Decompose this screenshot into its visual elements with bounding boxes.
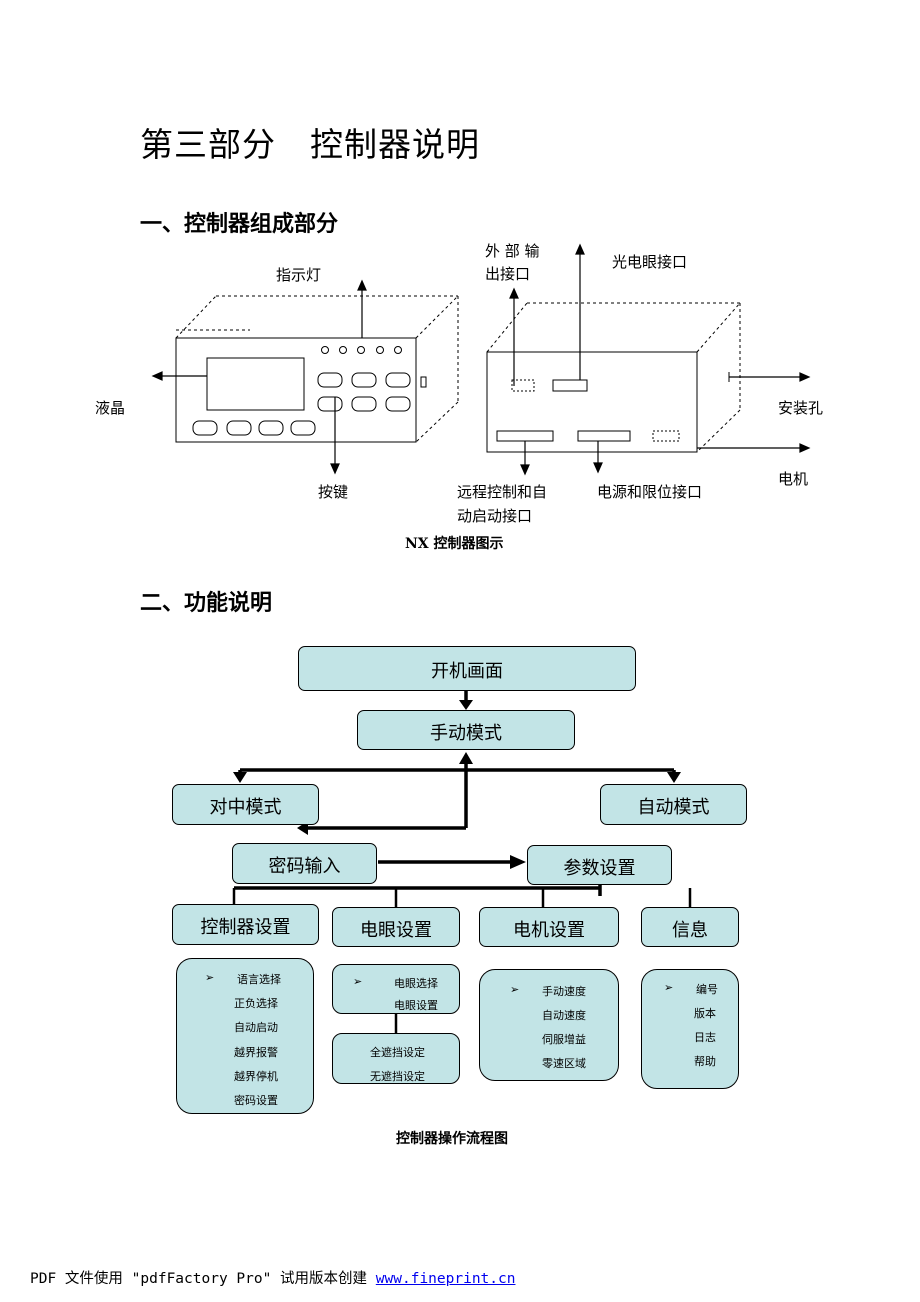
pdf-footer: PDF 文件使用 "pdfFactory Pro" 试用版本创建 www.fin… [30, 1267, 515, 1288]
menu-item: 自动启动 [234, 1021, 278, 1034]
label-ext-output-2: 出接口 [485, 265, 531, 283]
footer-link[interactable]: www.fineprint.cn [375, 1271, 516, 1287]
figure-caption-flowchart: 控制器操作流程图 [396, 1131, 508, 1147]
label-lcd: 液晶 [95, 399, 126, 417]
menu-item: 越界停机 [234, 1070, 278, 1083]
menu-item: 密码设置 [234, 1094, 278, 1107]
label-power-limit: 电源和限位接口 [597, 483, 703, 501]
menu-item: 自动速度 [542, 1009, 586, 1022]
flow-info: 信息 [641, 907, 739, 947]
menu-item: 编号 [696, 983, 718, 996]
label-indicator: 指示灯 [276, 266, 322, 284]
section-heading-functions: 二、功能说明 [140, 591, 273, 616]
figure-caption-controller: NX 控制器图示 [405, 536, 504, 552]
label-mount-hole: 安装孔 [778, 399, 824, 417]
flow-auto-mode: 自动模式 [600, 784, 747, 825]
section-heading-components: 一、控制器组成部分 [140, 212, 339, 237]
label-remote-1: 远程控制和自 [457, 483, 548, 501]
menu-item: 电眼设置 [394, 999, 438, 1012]
flow-manual-mode: 手动模式 [357, 710, 575, 750]
menu-item: 越界报警 [234, 1046, 278, 1059]
right-device-back [486, 351, 698, 453]
menu-item: 帮助 [694, 1055, 716, 1068]
menu-item: 全遮挡设定 [370, 1046, 425, 1059]
bullet-icon: ➢ [510, 983, 520, 996]
label-remote-2: 动启动接口 [457, 507, 533, 525]
eye-settings-menu: ➢ 电眼选择 电眼设置 [332, 964, 460, 1014]
flow-boot-screen: 开机画面 [298, 646, 636, 691]
menu-item: 电眼选择 [394, 977, 438, 990]
menu-item: 正负选择 [234, 997, 278, 1010]
motor-settings-menu: ➢ 手动速度 自动速度 伺服增益 零速区域 [479, 969, 619, 1081]
left-device-front [175, 337, 417, 443]
controller-settings-menu: ➢ 语言选择 正负选择 自动启动 越界报警 越界停机 密码设置 [176, 958, 314, 1114]
lcd-screen [206, 357, 305, 411]
footer-text: PDF 文件使用 "pdfFactory Pro" 试用版本创建 [30, 1271, 376, 1287]
menu-item: 零速区域 [542, 1057, 586, 1070]
label-keys: 按键 [318, 483, 349, 501]
label-motor: 电机 [778, 470, 809, 488]
flow-motor-settings: 电机设置 [479, 907, 619, 947]
menu-item: 日志 [694, 1031, 716, 1044]
label-ext-output-1: 外 部 输 [485, 242, 540, 260]
eye-occlusion-menu: 全遮挡设定 无遮挡设定 [332, 1033, 460, 1084]
flow-center-mode: 对中模式 [172, 784, 319, 825]
menu-item: 无遮挡设定 [370, 1070, 425, 1083]
bullet-icon: ➢ [664, 981, 674, 994]
bullet-icon: ➢ [353, 975, 363, 988]
menu-item: 伺服增益 [542, 1033, 586, 1046]
bullet-icon: ➢ [205, 971, 215, 984]
menu-item: 语言选择 [237, 973, 281, 986]
flow-controller-settings: 控制器设置 [172, 904, 319, 945]
page-title: 第三部分 控制器说明 [140, 125, 480, 164]
menu-item: 版本 [694, 1007, 716, 1020]
flow-parameter-settings: 参数设置 [527, 845, 672, 885]
info-menu: ➢ 编号 版本 日志 帮助 [641, 969, 739, 1089]
flow-eye-settings: 电眼设置 [332, 907, 460, 947]
flow-password-input: 密码输入 [232, 843, 377, 884]
label-photo-eye: 光电眼接口 [612, 253, 688, 271]
menu-item: 手动速度 [542, 985, 586, 998]
